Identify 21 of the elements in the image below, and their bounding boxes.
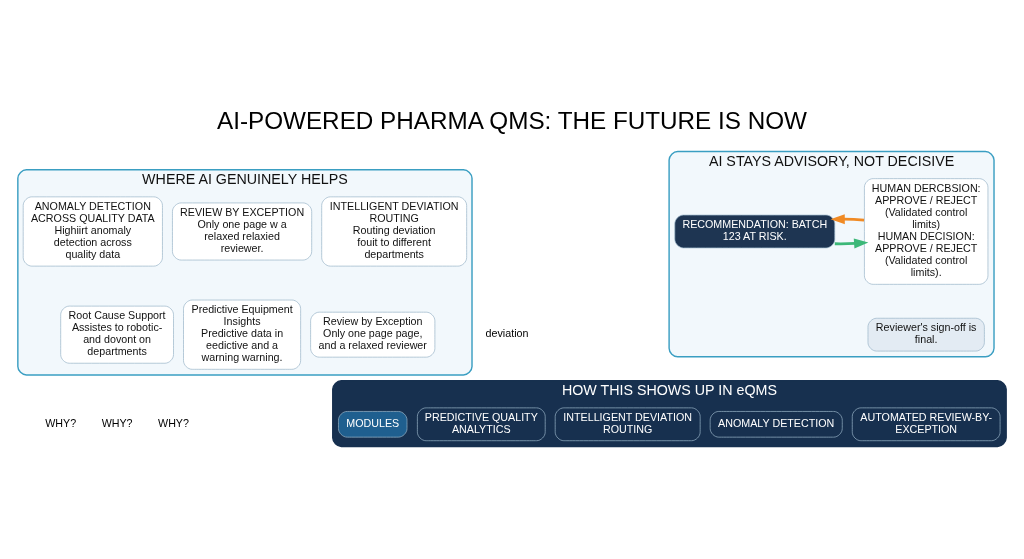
diagram-title: AI-POWERED PHARMA QMS: THE FUTURE IS NOW	[216, 107, 808, 135]
node-box: INTELLIGENT DEVIATION ROUTING	[554, 407, 701, 442]
node-box: Reviewer's sign-off is final.	[867, 317, 985, 352]
node-box: ANOMALY DETECTION ACROSS QUALITY DATA Highiirt anomaly detection across quality data	[22, 196, 163, 267]
node-box: ANOMALY DETECTION	[709, 411, 843, 438]
label: WHY?	[101, 416, 133, 429]
label: deviation	[485, 327, 529, 340]
node-box: Root Cause Support Assistes to robotic-and dovont on departments	[60, 305, 174, 364]
arrow	[834, 238, 869, 249]
node-box: Review by Exception Only one page page, and a relaxed reviewer	[310, 311, 436, 358]
label: WHY?	[45, 416, 77, 429]
node-box: INTELLIGENT DEVIATION ROUTING Routing deviation fouit to different departments	[321, 196, 467, 267]
arrow	[830, 214, 865, 225]
label: WHY?	[158, 416, 189, 429]
node-box: RECOMMENDATION: BATCH 123 AT RISK.	[674, 214, 836, 249]
node-box: REVIEW BY EXCEPTION Only one page w a relaxed relaxied reviewer.	[172, 202, 313, 261]
node-box: Predictive Equipment Insights Predictive data in eedictive and a warning warning.	[183, 299, 301, 370]
node-box: AUTOMATED REVIEW-BY-EXCEPTION	[851, 407, 1001, 442]
node-box: PREDICTIVE QUALITY ANALYTICS	[417, 407, 546, 442]
node-box: MODULES	[338, 411, 408, 438]
node-box: HUMAN DERCBSION: APPROVE / REJECT (Validated control limits) HUMAN DECISION: APPROVE / REJECT (Validated control limits).	[864, 178, 989, 285]
